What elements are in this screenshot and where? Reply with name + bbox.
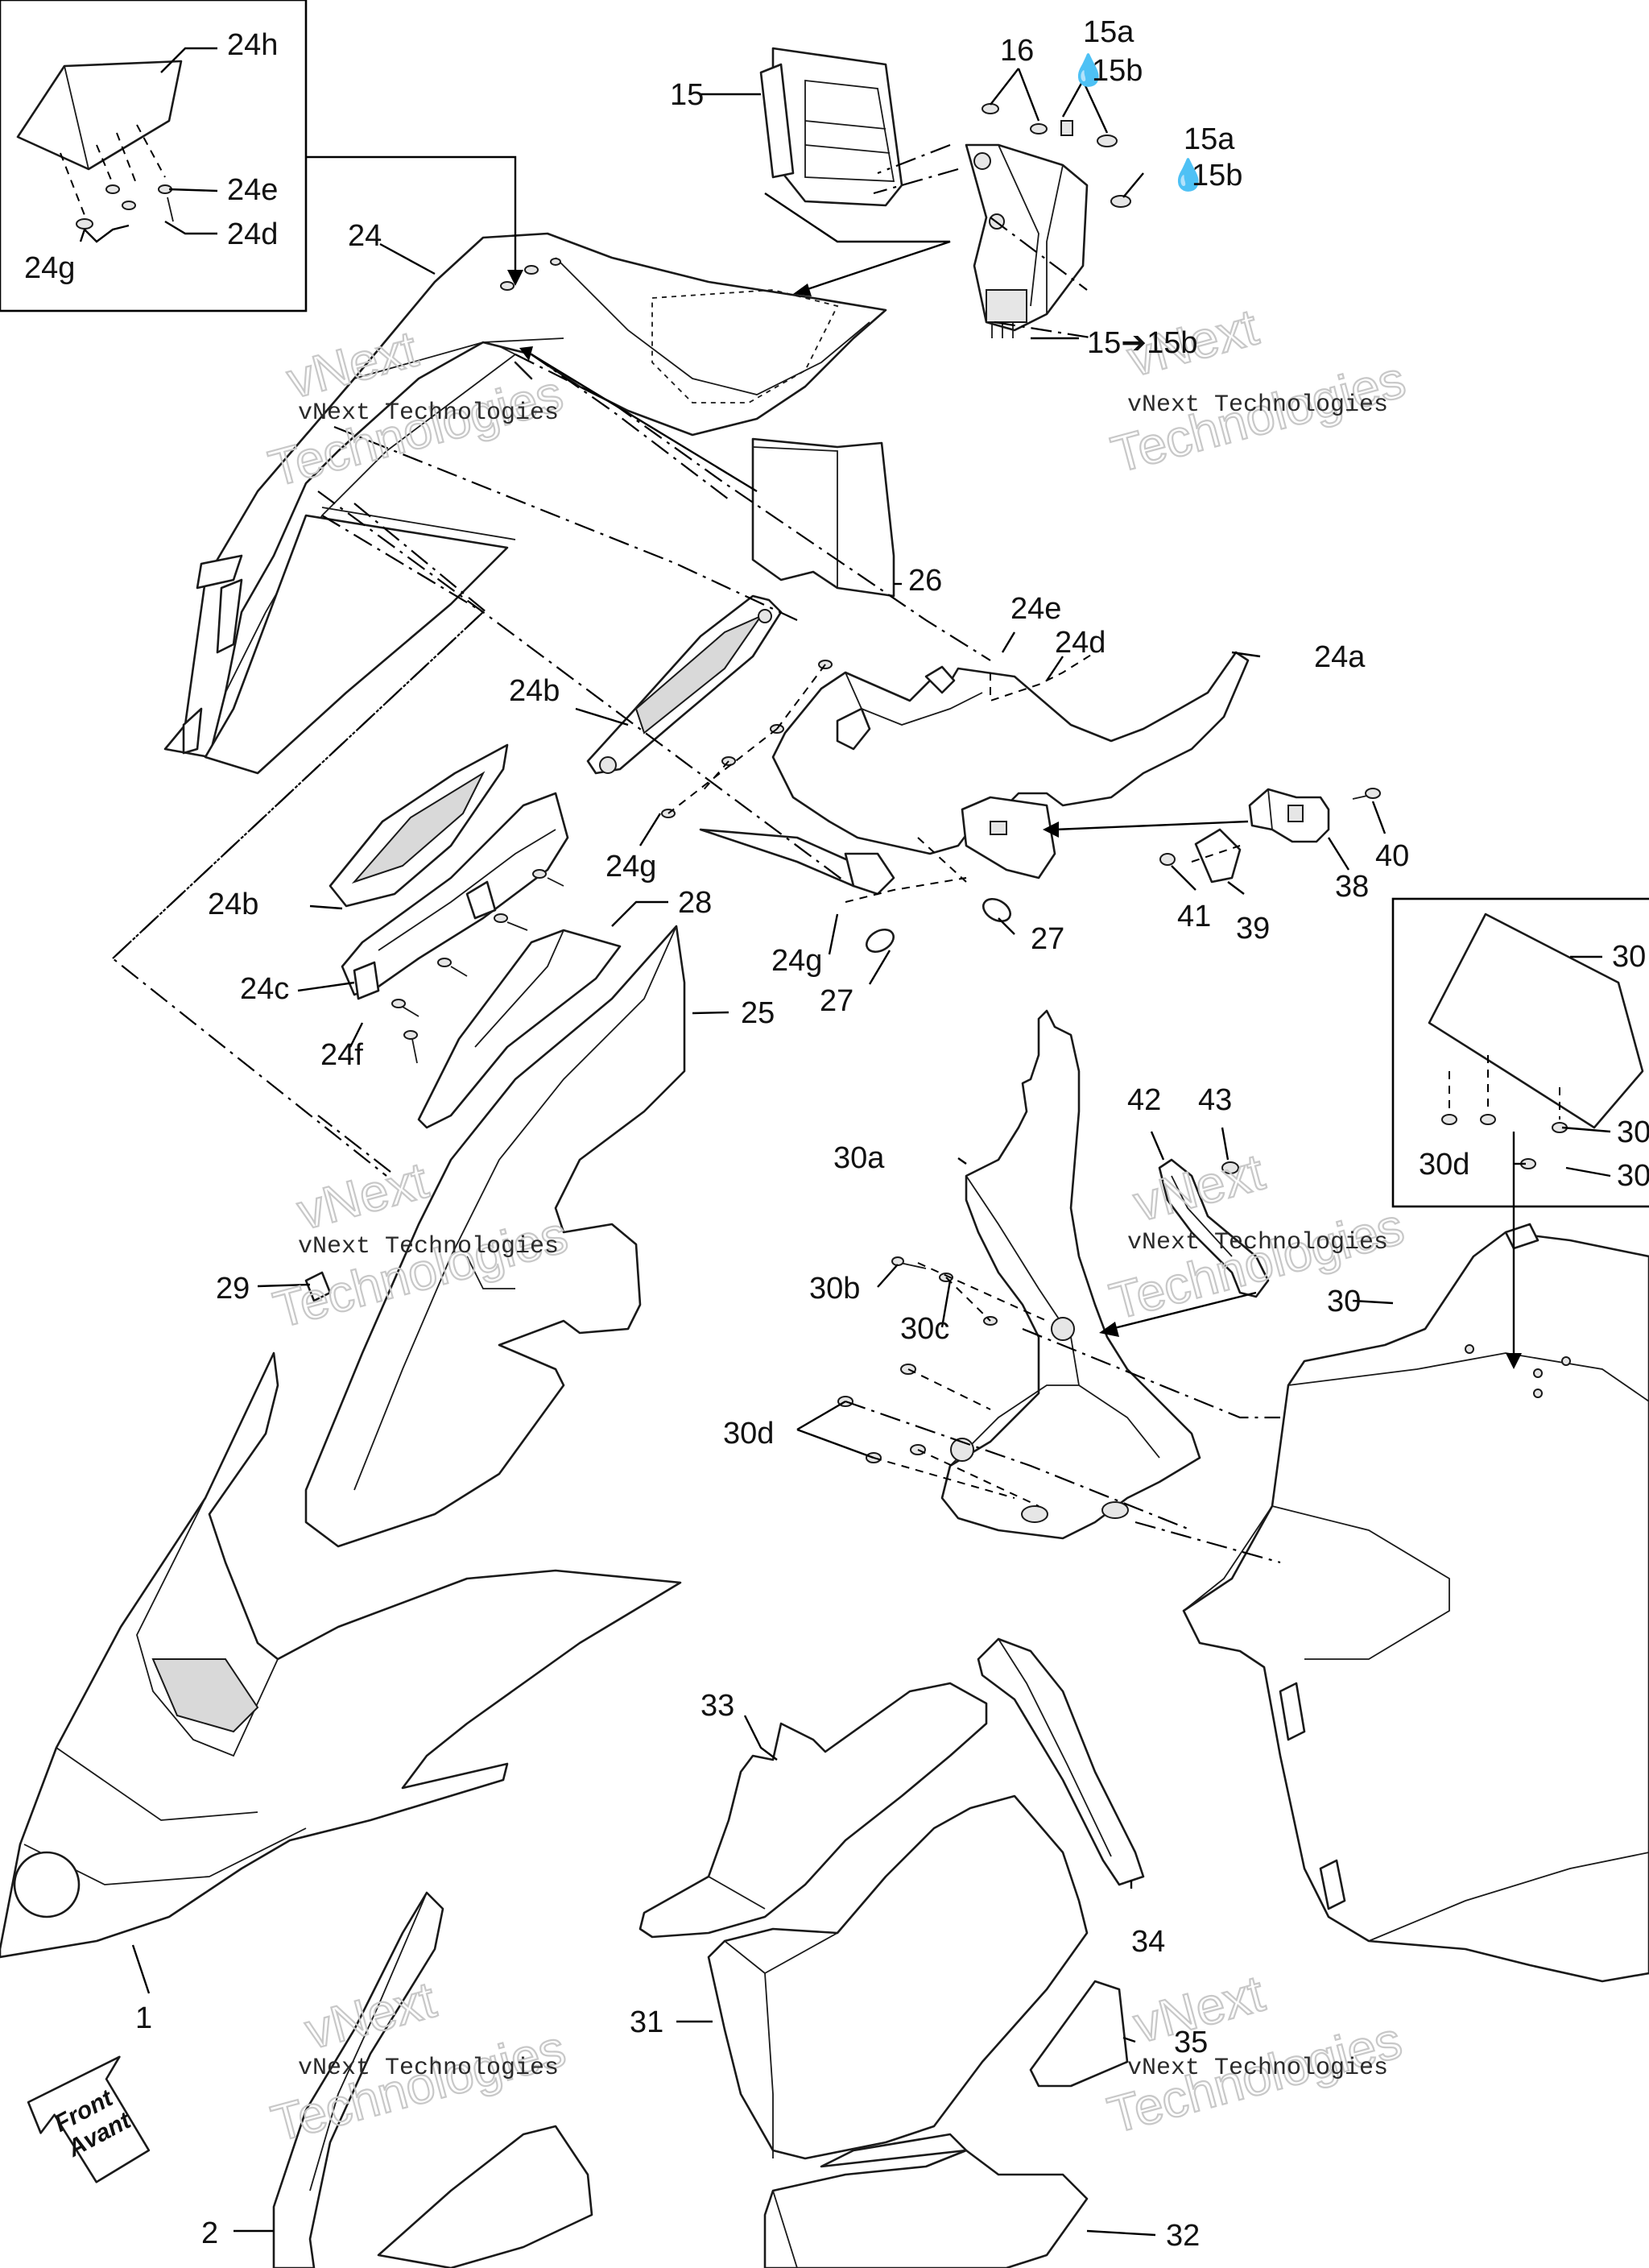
part-15b-bracket (965, 143, 1089, 338)
part-42-bracket (1158, 1158, 1270, 1298)
label-24g-upper: 24g (605, 850, 656, 884)
part-26-panel (751, 437, 895, 598)
label-24d: 24d (1055, 626, 1106, 660)
label-28: 28 (678, 886, 712, 920)
label-15b-upper: 15b (1092, 54, 1143, 88)
svg-text:vNext: vNext (291, 1151, 434, 1241)
label-31: 31 (630, 2005, 663, 2039)
label-30: 30 (1327, 1285, 1361, 1318)
part-25-panel (304, 925, 686, 1548)
part-33-deflector (639, 1682, 988, 1939)
label-30-box: 30 (1612, 940, 1646, 974)
part-24b-vent-upper (586, 594, 783, 775)
label-32: 32 (1166, 2219, 1200, 2253)
label-42: 42 (1127, 1083, 1161, 1117)
fasteners-15a-15b (982, 103, 1131, 208)
label-27-right: 27 (1031, 922, 1064, 956)
label-30d-box: 30d (1419, 1148, 1469, 1182)
part-29-clip (304, 1271, 332, 1302)
part-15-headlamp (759, 47, 903, 207)
part-24h-window (16, 60, 183, 171)
label-38: 38 (1335, 870, 1369, 904)
part-2-lower-nose (272, 1891, 593, 2268)
label-24c: 24c (240, 972, 289, 1006)
label-15: 15 (670, 78, 704, 112)
label-15a-upper: 15a (1083, 15, 1134, 49)
part-1-nose (0, 1351, 682, 1959)
label-24h: 24h (227, 28, 278, 62)
part-27-orings (865, 897, 1012, 954)
label-34: 34 (1131, 1925, 1165, 1959)
label-30-box-mid: 30 (1617, 1115, 1649, 1149)
callout-labels: 24h 24e 24d 24g 24 15 16 15a 💧 15b 15a 💧… (24, 15, 1649, 2253)
label-30d: 30d (723, 1417, 774, 1451)
label-24g-detail: 24g (24, 251, 75, 285)
part-30-window-detail (1428, 913, 1644, 1169)
watermark-6-text: vNext Technologies (1127, 2055, 1388, 2082)
part-40-bolt (1352, 788, 1381, 800)
label-30b: 30b (809, 1272, 860, 1306)
drop-icon-upper: 💧 (1069, 52, 1107, 88)
label-43: 43 (1198, 1083, 1232, 1117)
label-2: 2 (201, 2216, 218, 2250)
part-30-side-panel (1182, 1223, 1649, 1983)
label-27-left: 27 (820, 984, 853, 1018)
leader-lines (79, 47, 1611, 2237)
fastener-set-24h (76, 184, 174, 230)
drop-icon-lower: 💧 (1169, 157, 1207, 192)
label-29: 29 (216, 1272, 250, 1306)
part-24-hood-panel (163, 232, 887, 775)
watermark-1-text: vNext Technologies (298, 399, 559, 427)
part-31-panel (707, 1794, 1089, 2160)
label-16: 16 (1000, 34, 1034, 68)
label-24: 24 (348, 219, 382, 253)
part-38-bracket (1248, 788, 1330, 843)
part-28-trim (417, 929, 622, 1129)
label-15-to-15b: 15➔15b (1087, 326, 1198, 360)
part-30a-bracket (940, 1009, 1201, 1540)
part-24b-vent-lower (329, 743, 509, 908)
watermark-3-text: vNext Technologies (298, 1233, 559, 1260)
label-24b-lower: 24b (208, 888, 258, 921)
part-41-nut (1159, 853, 1176, 866)
alignment-lines (111, 143, 1281, 1564)
screws-24f (391, 869, 564, 1064)
part-34-strip (977, 1637, 1145, 1886)
watermark-5-text: vNext Technologies (298, 2055, 559, 2082)
label-33: 33 (701, 1689, 734, 1723)
part-24c-bracket (341, 792, 569, 1000)
part-35-block (1029, 1980, 1129, 2088)
label-26: 26 (908, 564, 942, 598)
label-24d-detail: 24d (227, 217, 278, 251)
part-39-plate (1194, 828, 1242, 884)
front-direction-arrow (27, 2055, 151, 2183)
label-30-box-low: 30 (1617, 1159, 1649, 1193)
assembly-arrows (306, 155, 1522, 1369)
label-24b-upper: 24b (509, 674, 560, 708)
label-1: 1 (135, 2001, 152, 2035)
part-32-panel (763, 2133, 1089, 2268)
watermark-4-text: vNext Technologies (1127, 1229, 1388, 1256)
label-35: 35 (1174, 2026, 1208, 2059)
label-30c: 30c (900, 1312, 949, 1346)
label-41: 41 (1177, 900, 1211, 933)
watermark-2-text: vNext Technologies (1127, 391, 1388, 419)
watermark-2: vNext Technologies (1105, 296, 1412, 484)
label-24g-lower: 24g (771, 944, 822, 978)
label-24f: 24f (320, 1038, 363, 1072)
label-39: 39 (1236, 912, 1270, 946)
label-24a: 24a (1314, 640, 1366, 674)
part-24a-frame (699, 651, 1250, 896)
label-15b-lower: 15b (1192, 159, 1242, 192)
label-30a: 30a (833, 1141, 885, 1175)
label-24e-detail: 24e (227, 173, 278, 207)
label-24e: 24e (1010, 592, 1061, 626)
label-40: 40 (1375, 839, 1409, 873)
watermark-6: vNext Technologies (1101, 1963, 1408, 2145)
label-15a-lower: 15a (1184, 122, 1235, 156)
part-43-nut (1221, 1161, 1239, 1174)
label-25: 25 (741, 996, 775, 1030)
